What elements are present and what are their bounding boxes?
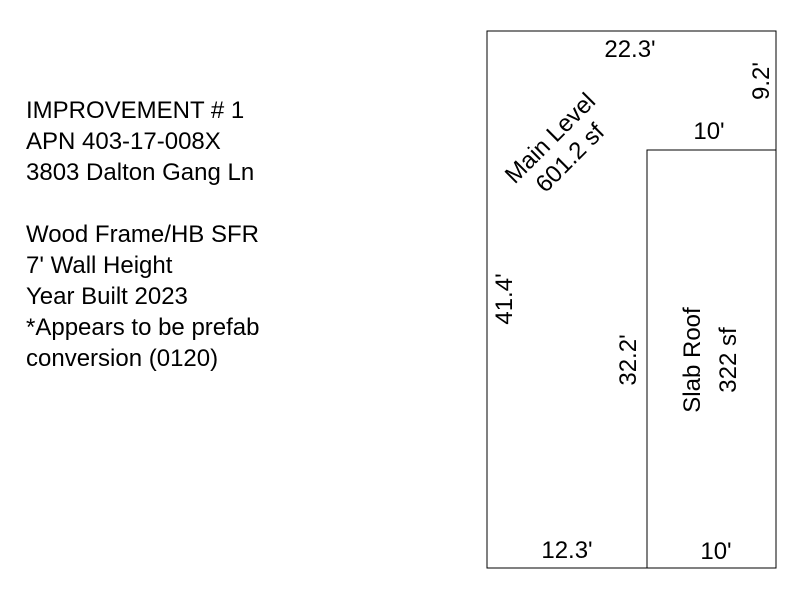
prefab-note: *Appears to be prefab (26, 314, 260, 341)
apn-number: APN 403-17-008X (26, 128, 221, 155)
dim-inner: 32.2' (615, 334, 642, 385)
dim-right-upper: 9.2' (748, 62, 775, 100)
improvement-number: IMPROVEMENT # 1 (26, 97, 245, 124)
property-address: 3803 Dalton Gang Ln (26, 159, 255, 186)
dim-bottom-right: 10' (700, 538, 731, 565)
dim-top: 22.3' (604, 36, 655, 63)
property-info: IMPROVEMENT # 1 APN 403-17-008X 3803 Dal… (26, 95, 260, 374)
construction-type: Wood Frame/HB SFR (26, 221, 259, 248)
slab-roof-outline (646, 149, 777, 569)
main-level-outline (486, 30, 777, 569)
year-built: Year Built 2023 (26, 283, 188, 310)
dim-bottom-left: 12.3' (541, 537, 592, 564)
prefab-note-cont: conversion (0120) (26, 345, 219, 372)
dim-notch: 10' (693, 118, 724, 145)
slab-roof-area: 322 sf (715, 327, 742, 393)
slab-roof-label: Slab Roof 322 sf (679, 307, 742, 413)
slab-roof-name: Slab Roof (679, 307, 706, 413)
wall-height: 7' Wall Height (26, 252, 173, 279)
dim-left: 41.4' (491, 273, 518, 324)
main-level-label: Main Level 601.2 sf (500, 88, 610, 198)
